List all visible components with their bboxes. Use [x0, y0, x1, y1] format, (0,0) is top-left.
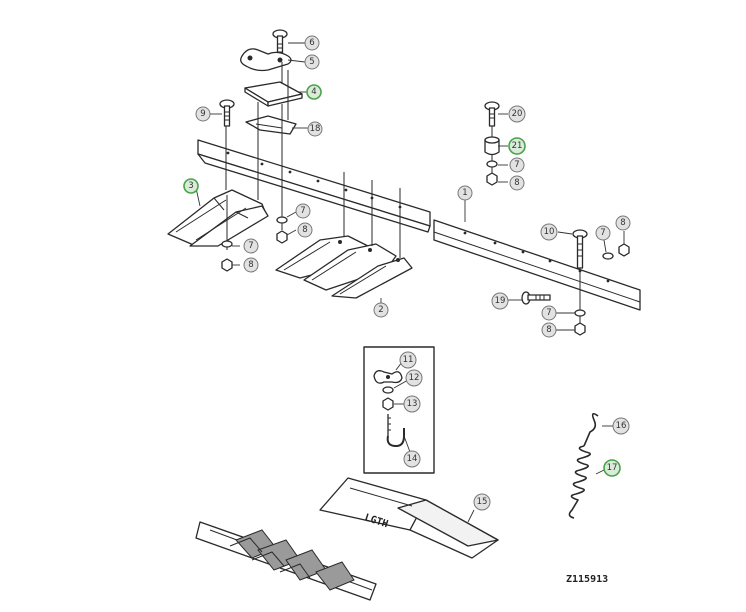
svg-text:4: 4	[311, 87, 316, 97]
callout-8-right: 8	[509, 175, 525, 191]
callout-14: 14	[403, 450, 421, 468]
svg-text:20: 20	[512, 109, 523, 119]
washer-7-right	[486, 160, 498, 168]
svg-text:17: 17	[607, 463, 618, 473]
svg-text:11: 11	[403, 355, 414, 365]
callout-19: 19	[491, 292, 509, 310]
washer-12	[382, 386, 394, 394]
bolt-6	[272, 29, 288, 59]
nut-8-left	[221, 258, 233, 272]
callout-6: 6	[304, 35, 320, 51]
svg-text:18: 18	[310, 124, 321, 134]
knife-assembly-bottom	[195, 521, 377, 601]
svg-text:14: 14	[407, 454, 418, 464]
spring-16-17	[568, 412, 599, 519]
plate-4	[244, 81, 303, 107]
nut-8-mid	[276, 230, 288, 244]
hook-bolt-14	[386, 414, 405, 447]
callout-1: 1	[457, 185, 473, 201]
svg-text:10: 10	[544, 227, 555, 237]
guard-2	[275, 235, 413, 299]
callout-3: 3	[183, 178, 199, 194]
assembly-lines	[225, 62, 581, 334]
bolt-19	[521, 291, 551, 305]
callout-7-mid: 7	[295, 203, 311, 219]
callout-20: 20	[508, 105, 526, 123]
svg-text:21: 21	[512, 141, 523, 151]
svg-text:13: 13	[407, 399, 418, 409]
callout-5: 5	[304, 54, 320, 70]
callout-11: 11	[399, 351, 417, 369]
callout-8-mid: 8	[297, 222, 313, 238]
svg-text:15: 15	[477, 497, 488, 507]
callout-18: 18	[307, 121, 323, 137]
svg-text:7: 7	[546, 308, 551, 318]
nut-8-right	[486, 172, 498, 186]
cutter-bar-right	[433, 219, 641, 311]
callout-13: 13	[403, 395, 421, 413]
svg-text:6: 6	[309, 38, 314, 48]
callout-16: 16	[612, 417, 630, 435]
figure-id-label: Z115913	[566, 574, 608, 585]
callout-12: 12	[405, 369, 423, 387]
washer-7-mid	[276, 216, 288, 224]
svg-text:8: 8	[302, 225, 307, 235]
nut-8-lower	[574, 322, 586, 336]
guard-3	[167, 189, 269, 247]
svg-text:1: 1	[462, 188, 467, 198]
leader-lines	[195, 42, 625, 523]
svg-text:9: 9	[200, 109, 205, 119]
callout-8-left: 8	[243, 257, 259, 273]
svg-text:8: 8	[514, 178, 519, 188]
callout-4: 4	[306, 84, 322, 100]
wing-nut-11	[373, 370, 403, 384]
svg-text:7: 7	[248, 241, 253, 251]
washer-7-lower	[574, 309, 586, 317]
callout-2: 2	[373, 302, 389, 318]
callout-21: 21	[508, 137, 526, 155]
callout-7-left: 7	[243, 238, 259, 254]
svg-text:5: 5	[309, 57, 314, 67]
clip-5	[240, 48, 292, 72]
callout-7-lower: 7	[541, 305, 557, 321]
svg-text:16: 16	[616, 421, 627, 431]
callout-7-far-right: 7	[595, 225, 611, 241]
bolt-20	[484, 101, 500, 127]
callout-10: 10	[540, 223, 558, 241]
callout-8-far-right: 8	[615, 215, 631, 231]
svg-text:8: 8	[620, 218, 625, 228]
svg-text:7: 7	[300, 206, 305, 216]
svg-text:3: 3	[188, 181, 193, 191]
svg-text:7: 7	[600, 228, 605, 238]
nut-13	[382, 397, 394, 411]
svg-text:7: 7	[514, 160, 519, 170]
svg-text:19: 19	[495, 296, 506, 306]
svg-text:12: 12	[409, 373, 420, 383]
svg-text:8: 8	[546, 325, 551, 335]
nut-8-far-right	[618, 243, 630, 257]
callout-9: 9	[195, 106, 211, 122]
callout-8-lower: 8	[541, 322, 557, 338]
bolt-10	[572, 229, 588, 269]
washer-7-left	[221, 240, 233, 248]
callout-15: 15	[473, 493, 491, 511]
washer-7-far-right	[602, 252, 614, 260]
bolt-9	[219, 99, 235, 127]
spacer-21	[484, 136, 500, 156]
inset-box	[363, 346, 435, 474]
callout-17: 17	[603, 459, 621, 477]
svg-text:2: 2	[378, 305, 383, 315]
callout-7-right: 7	[509, 157, 525, 173]
svg-text:8: 8	[248, 260, 253, 270]
guard-angle-15	[319, 477, 499, 559]
